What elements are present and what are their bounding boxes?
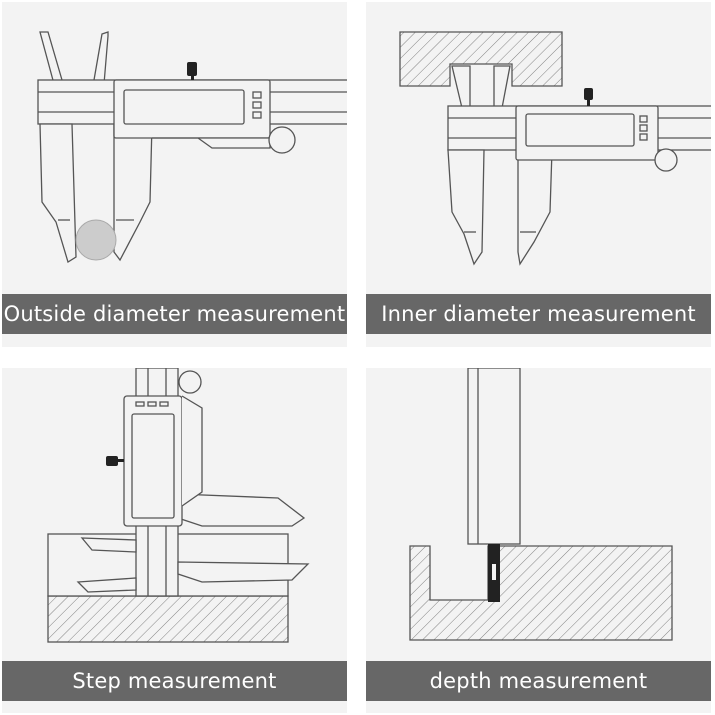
- panel-depth: depth measurement: [366, 368, 711, 713]
- panel-step: Step measurement: [2, 368, 347, 713]
- panel-outside-diameter: Outside diameter measurement: [2, 2, 347, 347]
- lcd-display: [131, 413, 175, 519]
- lower-sliding-jaw: [517, 149, 553, 266]
- depth-beam: [467, 368, 521, 545]
- lcd-display: [123, 89, 245, 125]
- caliper-outside-illustration: [37, 31, 347, 264]
- lower-fixed-jaw: [39, 123, 77, 264]
- upper-jaw: [177, 493, 306, 527]
- caption-depth: depth measurement: [366, 661, 711, 701]
- button-on: [252, 91, 262, 99]
- lcd-display: [525, 113, 635, 147]
- lower-jaw: [177, 561, 310, 583]
- lock-screw: [106, 456, 118, 466]
- button-zero: [147, 401, 157, 407]
- hatched-workpiece: [399, 31, 563, 87]
- caliper-inner-illustration: [399, 31, 711, 266]
- caption-outside-diameter: Outside diameter measurement: [2, 294, 347, 334]
- caption-inner-diameter: Inner diameter measurement: [366, 294, 711, 334]
- lock-screw: [187, 62, 197, 76]
- lower-sliding-jaw: [113, 123, 153, 262]
- hatched-base: [47, 595, 289, 643]
- button-unit: [159, 401, 169, 407]
- button-zero: [639, 124, 648, 132]
- lower-fixed-jaw: [447, 149, 485, 266]
- caliper-step-illustration: [47, 368, 310, 643]
- upper-sliding-jaw: [93, 31, 109, 85]
- button-unit: [252, 111, 262, 119]
- button-unit: [639, 133, 648, 141]
- thumb-wheel: [268, 126, 296, 154]
- button-on: [639, 115, 648, 123]
- lock-screw: [584, 88, 593, 100]
- thumb-wheel: [178, 370, 202, 394]
- caliper-depth-illustration: [409, 368, 673, 641]
- inner-sliding-jaw: [493, 65, 511, 109]
- upper-fixed-jaw: [39, 31, 63, 85]
- inner-fixed-jaw: [451, 65, 471, 109]
- panel-inner-diameter: Inner diameter measurement: [366, 2, 711, 347]
- hatched-workpiece: [409, 545, 673, 641]
- caption-step: Step measurement: [2, 661, 347, 701]
- thumb-wheel: [654, 148, 678, 172]
- button-on: [135, 401, 145, 407]
- button-zero: [252, 101, 262, 109]
- measured-ball: [75, 219, 117, 261]
